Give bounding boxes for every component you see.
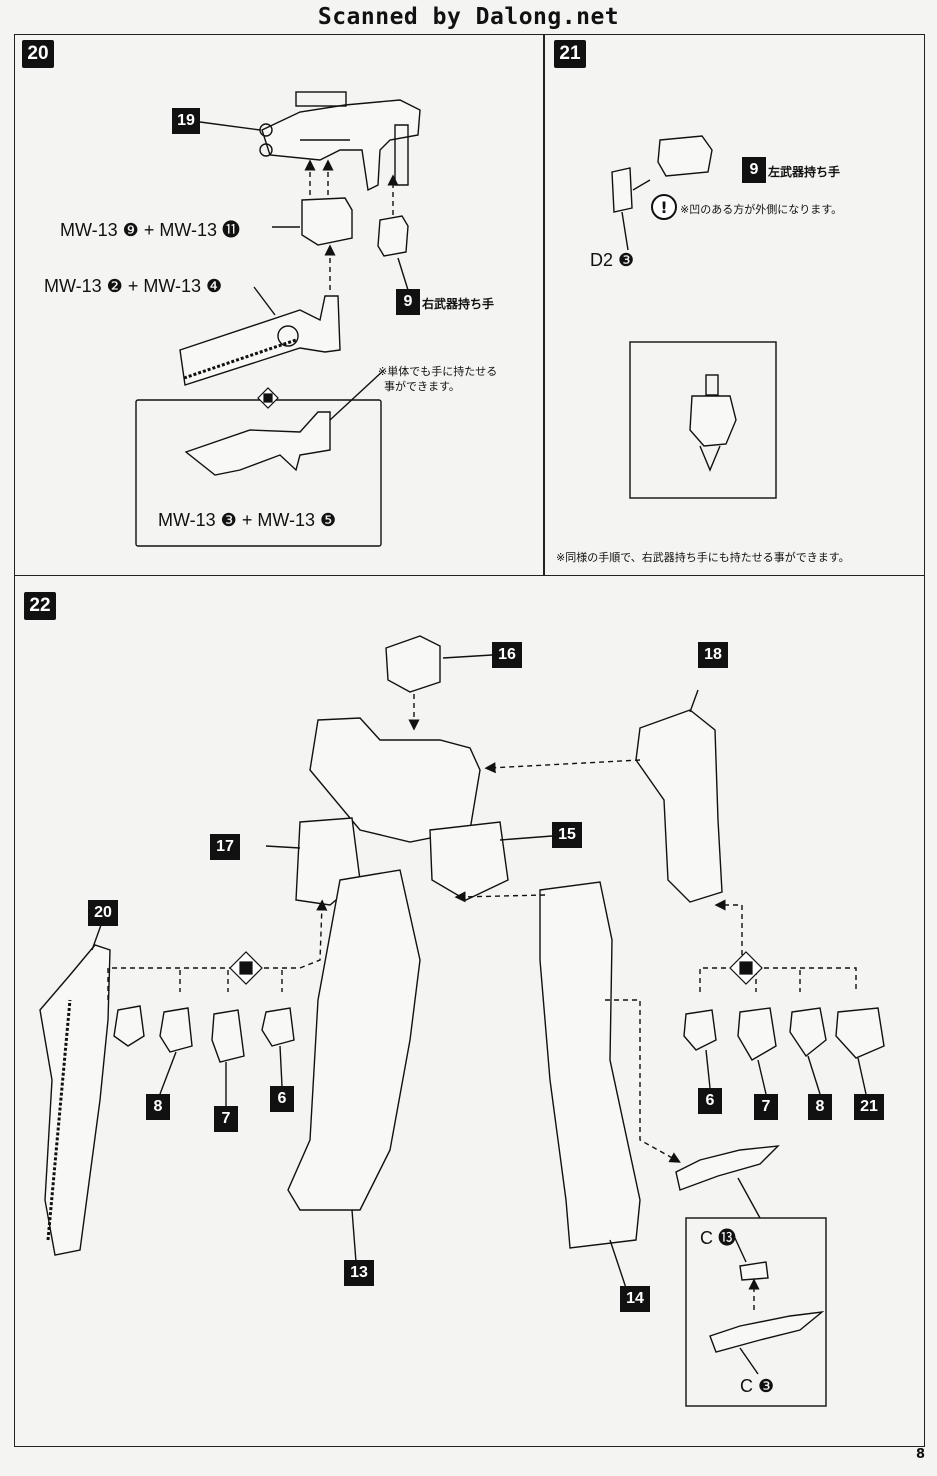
knife-part <box>675 1145 780 1191</box>
chainsaw-weapon-part <box>39 944 111 1256</box>
left-hand-20 <box>113 1005 145 1047</box>
single-use-note-1: ※単体でも手に持たせる <box>378 365 498 378</box>
torso-part <box>309 717 481 843</box>
left-hand-6-tag: 6 <box>270 1086 294 1112</box>
right-hand-8 <box>789 1007 827 1058</box>
right-shoulder-part <box>429 821 509 901</box>
right-hand-6-tag: 6 <box>698 1088 722 1114</box>
diamond-icons <box>229 387 763 985</box>
right-hand-7 <box>737 1007 777 1061</box>
left-hand-8-tag: 8 <box>146 1094 170 1120</box>
watermark: Scanned by Dalong.net <box>317 4 620 30</box>
left-leg-part <box>287 869 421 1211</box>
left-hand-label: 左武器持ち手 <box>768 165 841 179</box>
part-18-tag: 18 <box>698 642 728 668</box>
knife-inset-box <box>685 1217 827 1407</box>
inset-box <box>135 399 382 547</box>
part-19-tag: 19 <box>172 108 200 134</box>
svg-text:!: ! <box>660 198 667 217</box>
right-hand-7-tag: 7 <box>754 1094 778 1120</box>
knife-c13-part <box>739 1261 769 1281</box>
right-hand-label: 右武器持ち手 <box>422 297 495 311</box>
rifle-illustration <box>259 91 421 192</box>
orientation-note: ※凹のある方が外側になります。 <box>680 203 843 216</box>
step-21-number: 21 <box>554 40 586 68</box>
right-hand-6 <box>683 1009 717 1051</box>
combo-mw13-3-5: MW-13 ❸ + MW-13 ❺ <box>158 510 337 530</box>
step-22-panel <box>14 575 925 1447</box>
right-hand-part <box>377 215 409 257</box>
combo-mw13-2-4: MW-13 ❷ + MW-13 ❹ <box>44 276 223 296</box>
part-d2-label: D2 ❸ <box>590 250 635 270</box>
part-15-tag: 15 <box>552 822 582 848</box>
left-hand-part <box>657 135 713 177</box>
same-procedure-note: ※同様の手順で、右武器持ち手にも持たせる事ができます。 <box>556 551 850 564</box>
head-part <box>385 635 441 693</box>
part-14-tag: 14 <box>620 1286 650 1312</box>
step-22-number: 22 <box>24 592 56 620</box>
left-hand-8 <box>159 1007 193 1053</box>
part-9-tag-right: 9 <box>396 289 420 315</box>
d2-part <box>611 167 633 213</box>
part-17-tag: 17 <box>210 834 240 860</box>
right-hand-21-tag: 21 <box>854 1094 884 1120</box>
grip-part <box>301 197 353 246</box>
part-20-tag: 20 <box>88 900 118 926</box>
part-16-tag: 16 <box>492 642 522 668</box>
right-arm-part <box>635 709 723 903</box>
right-hand-21 <box>835 1007 885 1059</box>
combo-mw13-9-11: MW-13 ❾ + MW-13 ⓫ <box>60 220 240 240</box>
right-leg-part <box>539 881 641 1249</box>
sword-blade-part <box>184 411 331 476</box>
left-hand-7-tag: 7 <box>214 1106 238 1132</box>
chainsaw-part <box>179 295 341 386</box>
step21-result-box <box>629 341 777 499</box>
part-13-tag: 13 <box>344 1260 374 1286</box>
left-hand-6 <box>261 1007 295 1047</box>
knife-c13-label: C ⓭ <box>700 1228 736 1248</box>
page-number: 8 <box>915 1447 925 1462</box>
part-9-tag-left: 9 <box>742 157 766 183</box>
left-hand-7 <box>211 1009 245 1063</box>
warning-icon: ! <box>651 194 677 220</box>
right-hand-8-tag: 8 <box>808 1094 832 1120</box>
step-20-number: 20 <box>22 40 54 68</box>
single-use-note-2: 事ができます。 <box>384 380 460 393</box>
knife-c3-label: C ❸ <box>740 1376 775 1396</box>
knife-c3-part <box>709 1311 825 1353</box>
